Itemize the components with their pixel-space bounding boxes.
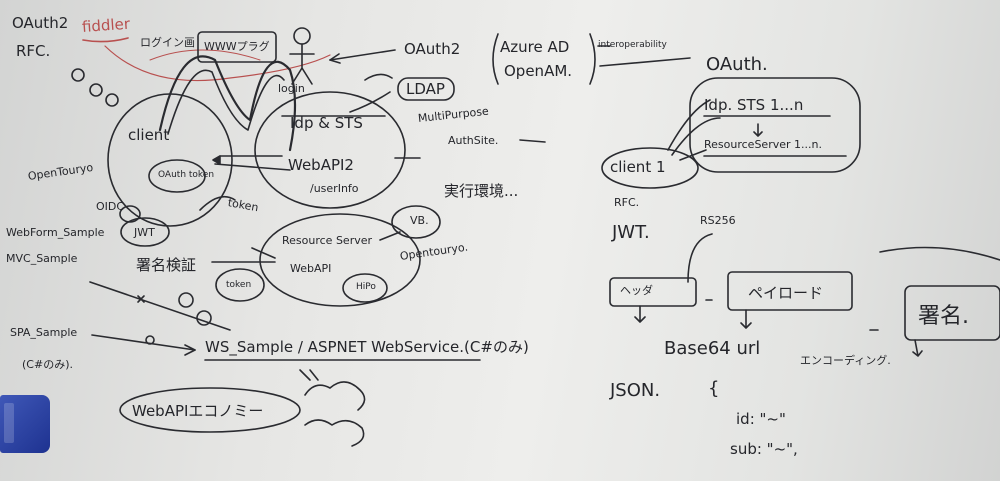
- userinfo-label: /userInfo: [310, 182, 359, 195]
- webapi-label: WebAPI: [290, 262, 332, 275]
- azure-ad-label: Azure AD: [500, 38, 570, 56]
- ws-sample-label: WS_Sample / ASPNET WebService.(C#のみ): [205, 338, 529, 356]
- client-1-label: client 1: [610, 158, 666, 176]
- oauth2-label: OAuth2: [12, 14, 69, 32]
- encoding-label: エンコーディング.: [800, 354, 891, 367]
- rs256-label: RS256: [700, 214, 736, 227]
- payload-label: ペイロード: [748, 284, 824, 302]
- interoperability-label: interoperability: [598, 40, 667, 50]
- vb-label: VB.: [410, 214, 429, 227]
- authsite-label: AuthSite.: [448, 134, 499, 147]
- jikko-kan-label: 実行環境...: [444, 182, 519, 200]
- jwt-right-label: JWT.: [612, 222, 650, 243]
- rfc-label: RFC.: [16, 42, 51, 60]
- header-label: ヘッダ: [620, 284, 653, 297]
- shomei-kensho-label: 署名検証: [136, 256, 197, 274]
- signature-label: 署名.: [918, 304, 969, 329]
- token-small-label: token: [226, 280, 252, 290]
- resource-server-label: Resource Server: [282, 234, 373, 247]
- webform-sample-label: WebForm_Sample: [6, 226, 105, 239]
- login-label: login: [278, 82, 305, 95]
- fiddler-label: fiddler: [81, 14, 131, 36]
- base64url-label: Base64 url: [664, 338, 761, 359]
- resource-server-n-label: ResourceServer 1...n.: [704, 138, 822, 151]
- webapi-economy-label: WebAPIエコノミー: [132, 402, 264, 420]
- oauth-token-label: OAuth token: [158, 170, 215, 180]
- json-id-line: id: "~": [736, 410, 786, 428]
- blue-magnet-icon: [0, 395, 50, 453]
- spa-sample-label: SPA_Sample: [10, 326, 78, 339]
- hipo-label: HiPo: [356, 282, 376, 292]
- oauth2-right-label: OAuth2: [404, 40, 461, 58]
- idp-sts-n-label: Idp. STS 1...n: [704, 96, 804, 114]
- browser-label: WWWプラグ: [204, 40, 270, 53]
- webapi2-label: WebAPI2: [288, 156, 354, 174]
- json-label: JSON.: [610, 380, 661, 401]
- rfc-right-label: RFC.: [614, 196, 640, 209]
- json-sub-line: sub: "~",: [730, 440, 798, 458]
- login-gamen-label: ログイン画: [140, 36, 195, 49]
- ldap-label: LDAP: [406, 80, 445, 98]
- client-label: client: [128, 126, 170, 144]
- oauth-label: OAuth.: [706, 54, 768, 75]
- jwt-left-label: JWT: [134, 226, 155, 239]
- json-brace: {: [708, 378, 720, 399]
- mvc-sample-label: MVC_Sample: [6, 252, 78, 265]
- cs-version-label: (C#のみ).: [22, 358, 73, 371]
- openam-label: OpenAM.: [504, 62, 573, 80]
- oidc-label: OIDC: [96, 200, 125, 213]
- idp-sts-label: Idp & STS: [290, 114, 363, 132]
